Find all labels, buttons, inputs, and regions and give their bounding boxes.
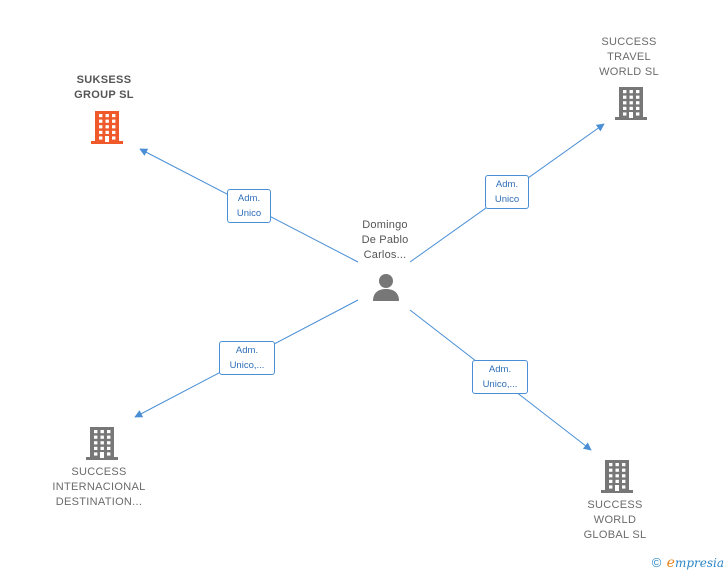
node-line: TRAVEL — [607, 51, 651, 63]
edge-label-travel[interactable]: Adm. Unico — [485, 175, 529, 209]
copyright-symbol: © — [651, 555, 662, 570]
edge-label-line: Adm. — [237, 193, 261, 204]
brand-rest: mpresia — [674, 556, 724, 570]
building-icon[interactable] — [614, 85, 648, 121]
node-line: SUKSESS — [76, 74, 132, 86]
node-line: WORLD SL — [599, 66, 659, 78]
edge-label-line: Unico,... — [229, 360, 265, 371]
node-line: WORLD — [593, 514, 637, 526]
person-icon[interactable] — [371, 272, 401, 302]
center-line-1: Domingo — [362, 219, 408, 231]
building-icon[interactable] — [90, 109, 124, 145]
node-line: INTERNACIONAL — [52, 481, 146, 493]
edge-label-line: Adm. — [495, 179, 519, 190]
center-person-label[interactable]: Domingo De Pablo Carlos... — [345, 218, 425, 263]
node-label-success-internacional[interactable]: SUCCESS INTERNACIONAL DESTINATION... — [39, 465, 159, 510]
edges-layer — [134, 123, 605, 451]
node-line: SUCCESS — [71, 466, 127, 478]
center-line-2: De Pablo — [361, 234, 409, 246]
node-line: SUCCESS — [601, 36, 657, 48]
node-line: GLOBAL SL — [583, 529, 647, 541]
node-line: DESTINATION... — [55, 496, 143, 508]
brand-initial: e — [666, 555, 675, 571]
node-line: SUCCESS — [587, 499, 643, 511]
center-line-3: Carlos... — [363, 249, 407, 261]
building-icon[interactable] — [85, 425, 119, 461]
edge-label-line: Adm. — [488, 364, 512, 375]
node-label-success-travel-world[interactable]: SUCCESS TRAVEL WORLD SL — [579, 35, 679, 80]
edge-label-suksess[interactable]: Adm. Unico — [227, 189, 271, 223]
node-label-success-world-global[interactable]: SUCCESS WORLD GLOBAL SL — [565, 498, 665, 543]
edge-label-line: Adm. — [235, 345, 259, 356]
edge-label-global[interactable]: Adm. Unico,... — [472, 360, 528, 394]
building-icon[interactable] — [600, 458, 634, 494]
node-line: GROUP SL — [74, 89, 134, 101]
empresia-logo: © empresia — [652, 555, 724, 571]
node-label-suksess-group[interactable]: SUKSESS GROUP SL — [54, 73, 154, 103]
edge-label-line: Unico,... — [482, 379, 518, 390]
edge-label-line: Unico — [236, 208, 262, 219]
edge-label-line: Unico — [494, 194, 520, 205]
edge-label-internacional[interactable]: Adm. Unico,... — [219, 341, 275, 375]
